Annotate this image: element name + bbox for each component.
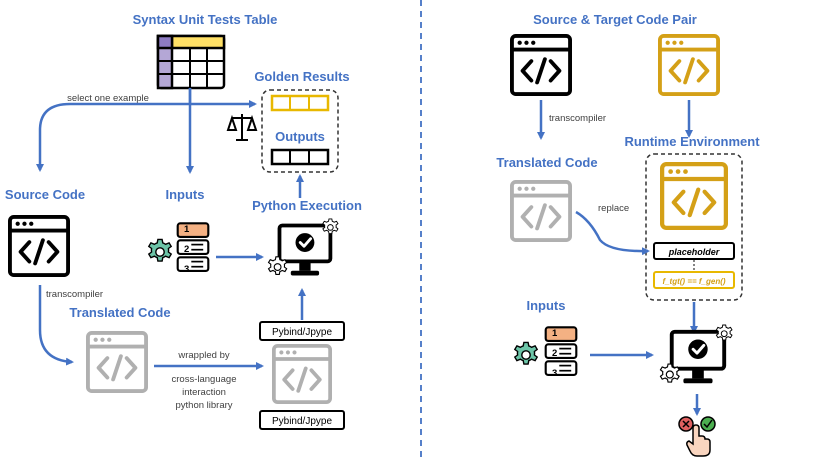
equality-box (653, 271, 735, 289)
table-title: Syntax Unit Tests Table (133, 12, 278, 27)
scale-icon (226, 114, 258, 141)
source-code-icon (8, 215, 70, 277)
pybind-label-top: Pybind/Jpype (272, 327, 332, 338)
wrapped-code-icon (272, 344, 332, 404)
equality-label: f_tgt() == f_gen() (662, 277, 725, 286)
check-icon (700, 416, 716, 432)
transcompiler-note-left: transcompiler (46, 289, 103, 300)
library-note-3: python library (175, 400, 232, 411)
input-item-right-1: 1 (552, 328, 558, 339)
target-code-icon (658, 34, 720, 96)
input-item-3: 3 (184, 264, 189, 275)
cross-icon (678, 416, 694, 432)
source-title: Source Code (5, 187, 85, 202)
gear-icon (148, 238, 172, 262)
translated-title-left: Translated Code (69, 305, 170, 320)
monitor-check-icon-right (660, 325, 731, 383)
runtime-env-box (645, 153, 743, 301)
runtime-code-icon (662, 164, 726, 228)
replace-note: replace (598, 203, 629, 214)
input-list-icon (176, 222, 210, 273)
select-note: select one example (67, 93, 149, 104)
input-item-right-2: 2 (552, 348, 557, 359)
pybind-box-top (259, 321, 345, 341)
translated-code-icon-left (86, 331, 148, 393)
input-list-icon-right (544, 326, 578, 377)
golden-title: Golden Results (254, 69, 349, 84)
inputs-title-right: Inputs (527, 298, 566, 313)
wrapped-note: wrappled by (177, 350, 229, 361)
outputs-title: Outputs (275, 129, 325, 144)
arrow-to-source (36, 88, 192, 172)
runtime-title: Runtime Environment (624, 134, 760, 149)
library-note-2: interaction (182, 387, 226, 398)
placeholder-label: placeholder (668, 247, 720, 257)
input-item-1: 1 (184, 224, 190, 235)
outputs-bar (270, 148, 330, 166)
placeholder-box (653, 242, 735, 260)
monitor-check-icon (269, 219, 338, 276)
table-icon (156, 34, 226, 90)
transcompiler-note-right: transcompiler (549, 113, 606, 124)
gear-icon-right (514, 341, 538, 365)
hand-pointer-icon (686, 424, 711, 457)
inputs-title-left: Inputs (166, 187, 205, 202)
arrow-source-to-translated (38, 285, 74, 366)
pair-title: Source & Target Code Pair (533, 12, 697, 27)
python-exec-title: Python Execution (252, 198, 362, 213)
source-code-icon-right (510, 34, 572, 96)
input-item-right-3: 3 (552, 368, 557, 379)
input-item-2: 2 (184, 244, 189, 255)
arrow-replace (575, 210, 650, 256)
results-group-box (261, 89, 339, 173)
translated-title-right: Translated Code (496, 155, 597, 170)
golden-results-bar (270, 94, 330, 112)
library-note-1: cross-language (172, 374, 237, 385)
translated-code-icon-right (510, 180, 572, 242)
pybind-box-bottom (259, 410, 345, 430)
pybind-label-bottom: Pybind/Jpype (272, 416, 332, 427)
